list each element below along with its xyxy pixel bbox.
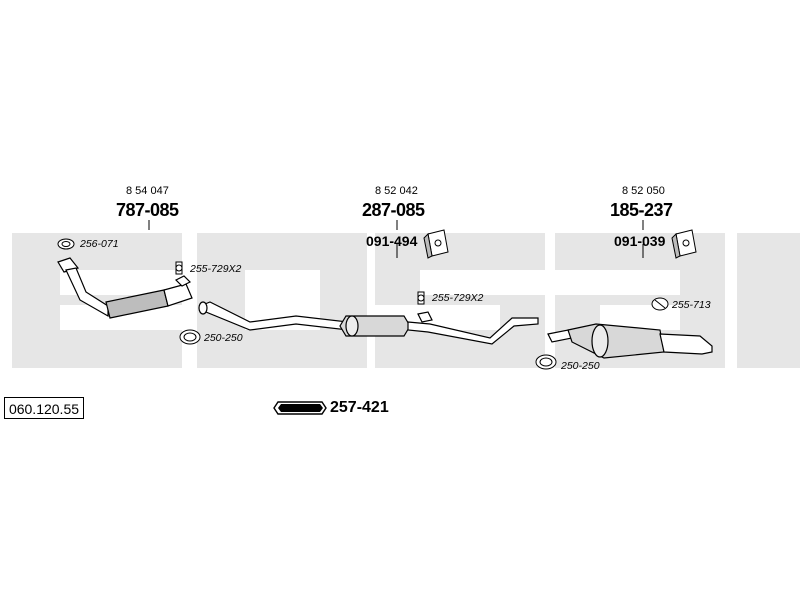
- fitting-number: 255-713: [672, 299, 711, 311]
- oem-number: 8 52 042: [375, 185, 418, 197]
- clamp-icon: [417, 291, 425, 305]
- fitting-number: 250-250: [204, 332, 243, 344]
- clamp-icon: [175, 261, 183, 275]
- rubber-mount-icon: [651, 297, 669, 311]
- kit-number: 257-421: [330, 399, 389, 416]
- bracket-icon: [671, 229, 697, 259]
- bracket-number: 091-039: [614, 233, 666, 249]
- fitting-number: 255-729X2: [432, 292, 484, 304]
- gasket-icon: [57, 238, 75, 250]
- clamp-ring-icon: [179, 329, 201, 345]
- middle-pipe: [198, 301, 539, 345]
- part-number: 787-085: [116, 200, 179, 220]
- fitting-number: 255-729X2: [190, 263, 242, 275]
- front-pipe: [57, 257, 193, 319]
- leader-lines: [148, 220, 644, 258]
- fitting-number: 256-071: [80, 238, 119, 250]
- reference-number: 060.120.55: [4, 397, 84, 419]
- bracket-icon: [423, 229, 449, 259]
- oem-number: 8 54 047: [126, 185, 169, 197]
- rear-silencer: [547, 323, 713, 359]
- watermark-letter-s: [375, 233, 545, 368]
- part-number: 185-237: [610, 200, 673, 220]
- bracket-number: 091-494: [366, 233, 418, 249]
- bosal-logo: [273, 401, 327, 415]
- fitting-number: 250-250: [561, 360, 600, 372]
- oem-number: 8 52 050: [622, 185, 665, 197]
- part-number: 287-085: [362, 200, 425, 220]
- watermark-letter-l: [737, 233, 800, 368]
- clamp-ring-icon: [535, 354, 557, 370]
